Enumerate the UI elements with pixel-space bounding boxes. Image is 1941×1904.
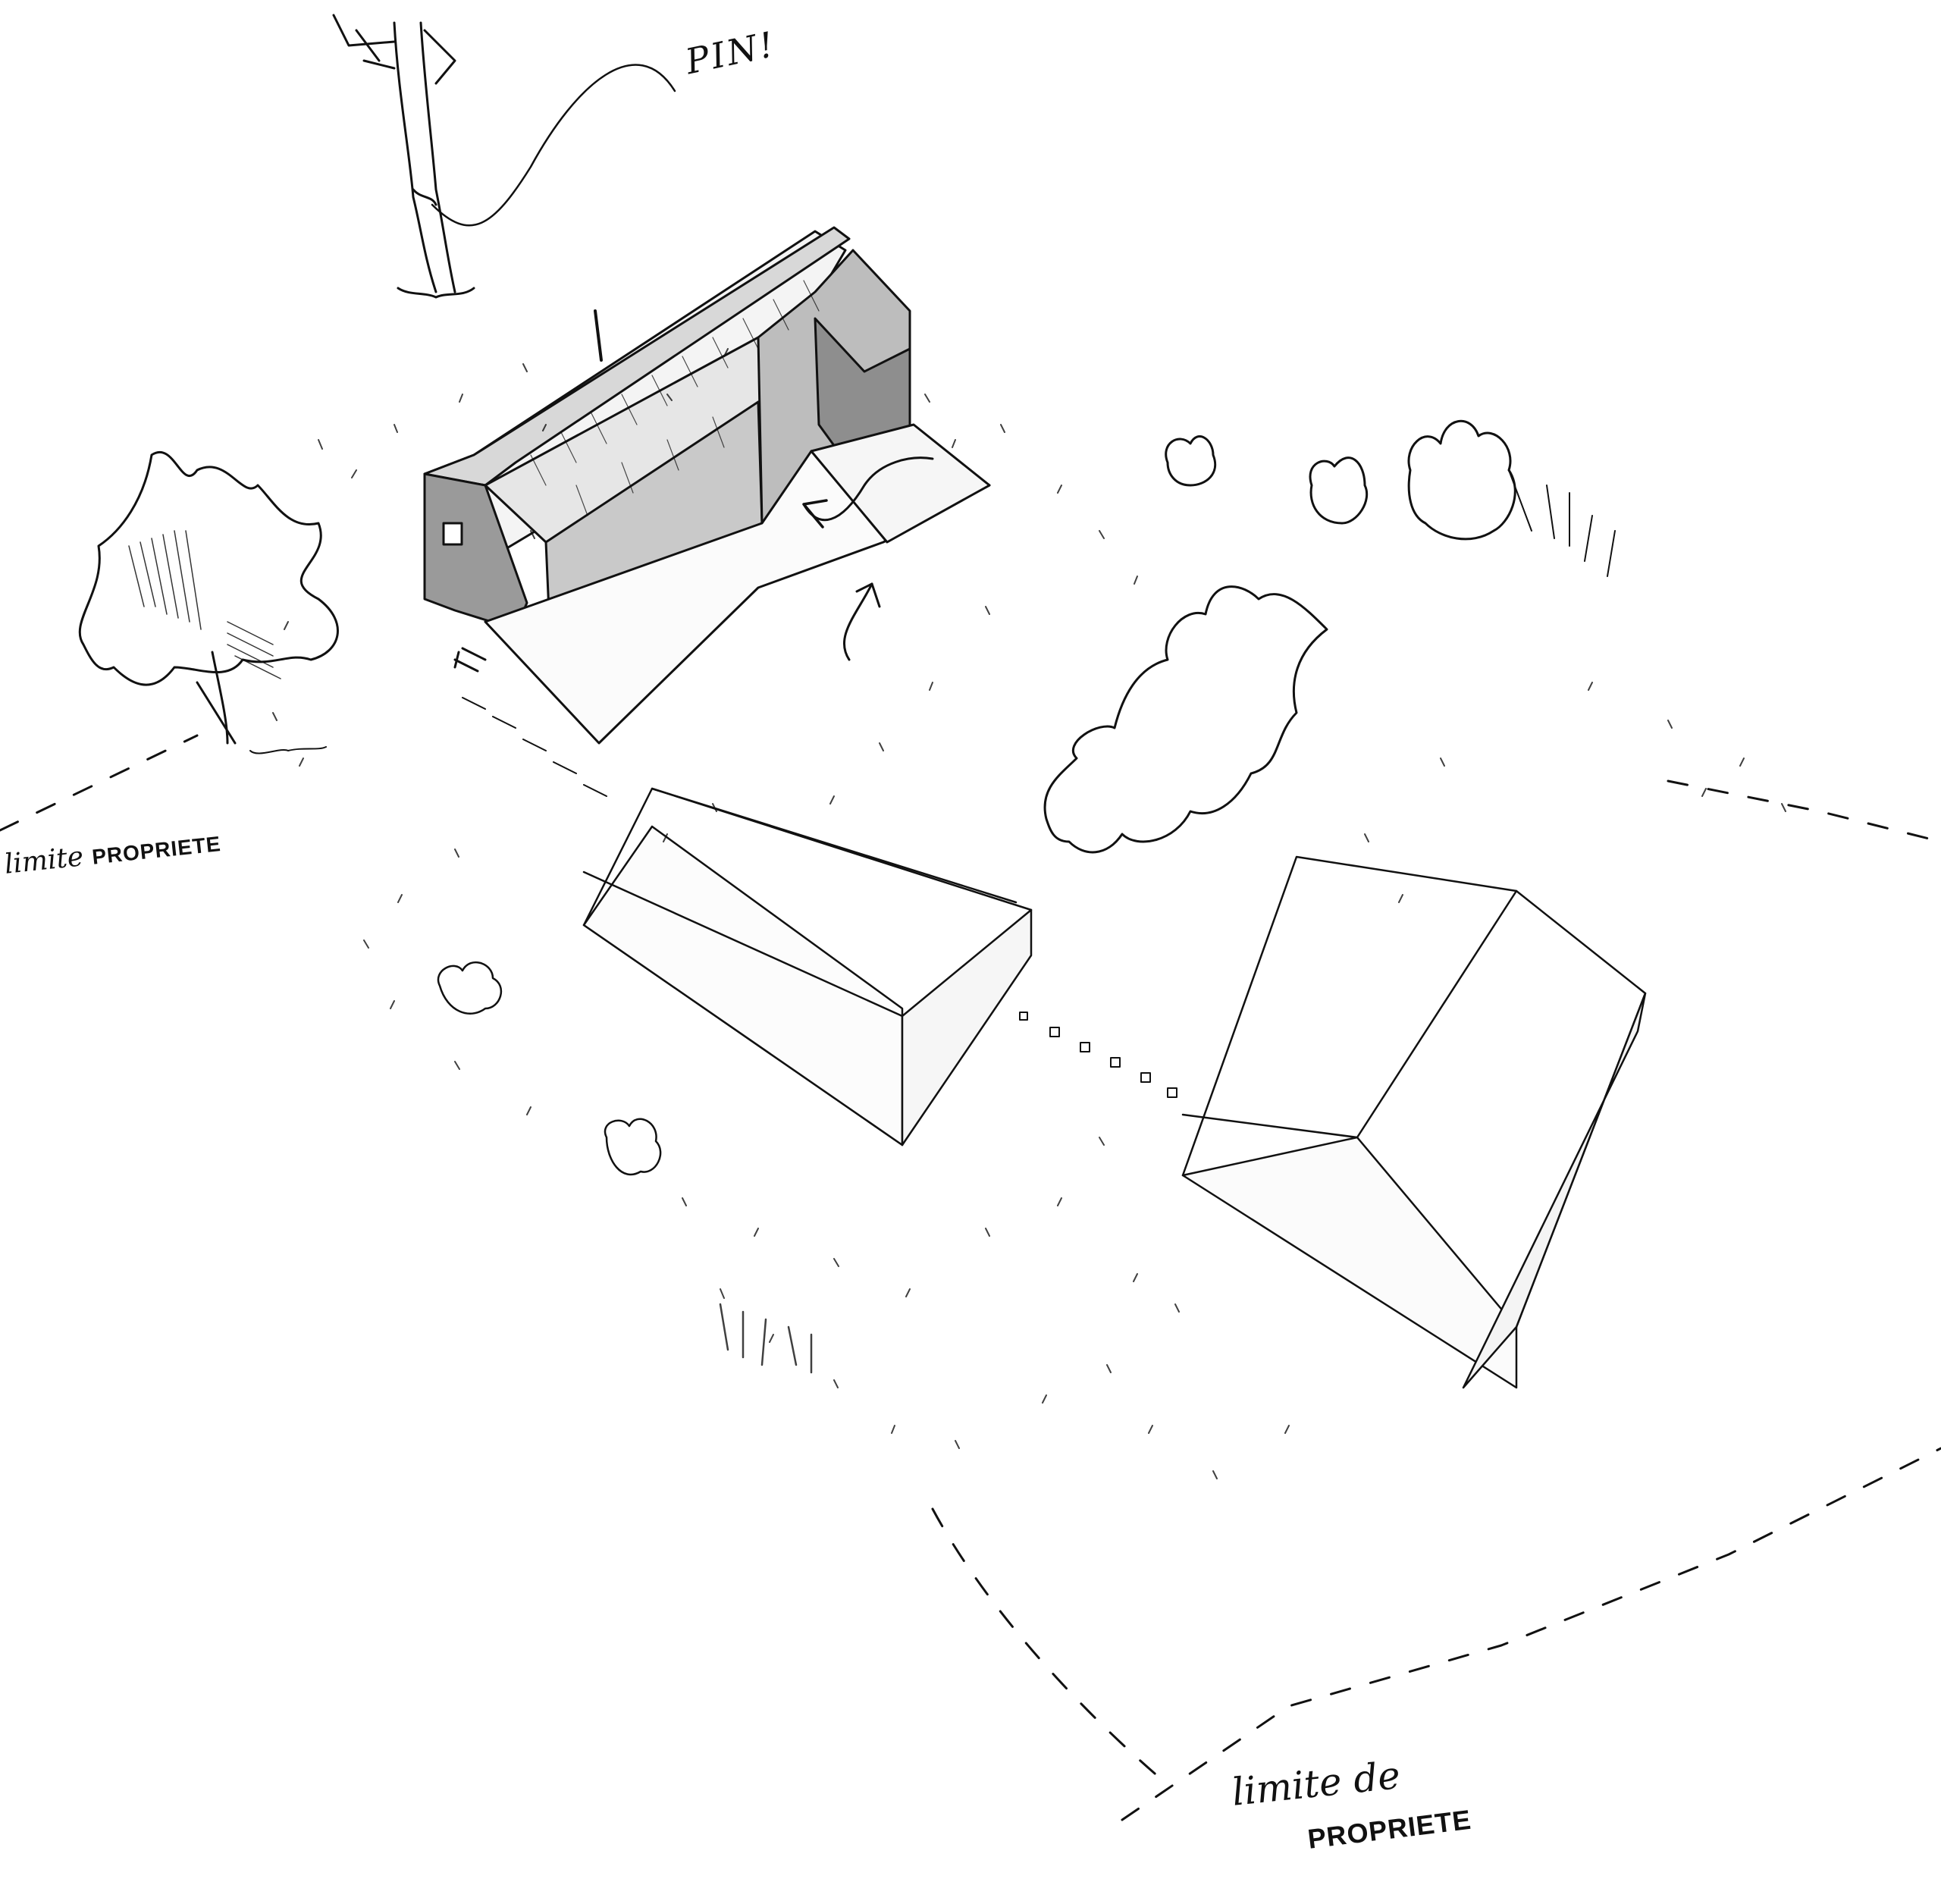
stepping-path	[463, 698, 1177, 1097]
new-volume-1	[584, 789, 1031, 1145]
tree-cluster-left	[80, 452, 337, 753]
new-volume-2	[1183, 857, 1645, 1388]
existing-house	[425, 227, 989, 743]
grass-texture	[273, 349, 1786, 1479]
property-boundary-lines	[0, 736, 1941, 1820]
shrubs	[438, 962, 660, 1175]
pine-tree	[334, 15, 675, 297]
trees-hedge-right	[1045, 421, 1615, 852]
